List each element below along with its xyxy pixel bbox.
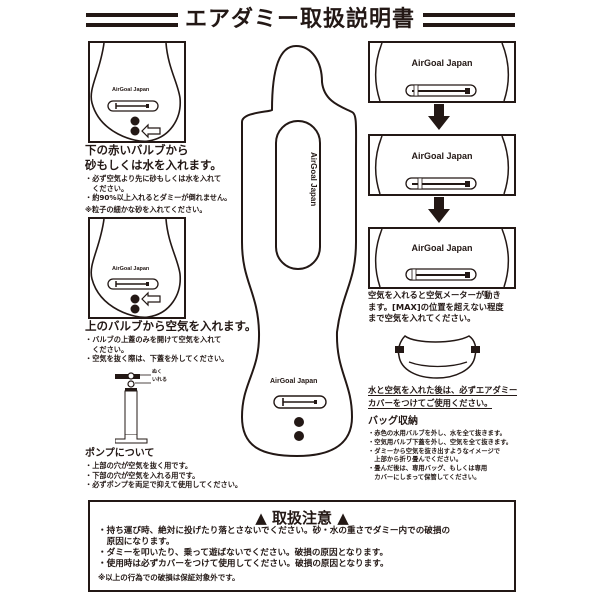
pump-label-out: ぬく xyxy=(152,369,163,375)
dummy-bottom-icon xyxy=(90,219,181,317)
brand-label-vertical: AirGoal Japan xyxy=(309,152,318,207)
pump-heading: ポンプについて xyxy=(85,448,155,459)
water-bullets: ・必ず空気より先に砂もしくは水を入れて ください。 ・約90%以上入れるとダミー… xyxy=(85,174,232,202)
water-note: ※粒子の細かな砂を入れてください。 xyxy=(85,205,207,214)
brand-label: AirGoal Japan xyxy=(411,58,473,68)
meter-instructions: 空気を入れると空気メーターが動き ます。[MAX]の位置を超えない程度 まで空気… xyxy=(368,290,504,323)
warning-icon: ▲ xyxy=(255,509,267,527)
arrow-left-icon xyxy=(141,291,161,307)
arrow-left-icon xyxy=(141,123,161,139)
meter-step-3: AirGoal Japan xyxy=(368,227,516,289)
brand-label: AirGoal Japan xyxy=(411,151,473,161)
air-valve-illustration: AirGoal Japan xyxy=(88,217,186,319)
pump-icon xyxy=(115,372,151,444)
pump-label-in: いれる xyxy=(152,377,168,383)
arrow-down-icon xyxy=(428,104,450,130)
dummy-bottom-icon xyxy=(90,43,181,141)
pump-bullets: ・上部の穴が空気を抜く用です。 ・下部の穴が空気を入れる用です。 ・必ずポンプを… xyxy=(85,461,243,489)
brand-label: AirGoal Japan xyxy=(112,87,150,93)
caution-title: ▲ 取扱注意 ▲ xyxy=(255,509,349,527)
air-dummy-illustration xyxy=(240,44,358,458)
air-bullets: ・バルブの上蓋のみを開けて空気を入れて ください。 ・空気を抜く際は、下蓋を外し… xyxy=(85,335,229,363)
brand-label: AirGoal Japan xyxy=(270,378,318,385)
header-rule-right xyxy=(423,13,515,27)
caution-box: ▲ 取扱注意 ▲ ・持ち運び時、絶対に投げたり落とさないでください。砂・水の重さ… xyxy=(88,500,516,592)
storage-heading: バッグ収納 xyxy=(368,416,418,427)
arrow-down-icon xyxy=(428,197,450,223)
meter-icon xyxy=(375,136,509,194)
brand-label: AirGoal Japan xyxy=(112,266,150,272)
meter-step-2: AirGoal Japan xyxy=(368,134,516,196)
meter-icon xyxy=(375,229,509,287)
air-heading: 上のバルブから空気を入れます。 xyxy=(85,319,257,333)
caution-items: ・持ち運び時、絶対に投げたり落とさないでください。砂・水の重さでダミー内での破損… xyxy=(98,526,451,582)
meter-icon xyxy=(375,43,509,101)
cover-instructions: 水と空気を入れた後は、必ずエアダミー カバーをつけてご使用ください。 xyxy=(368,385,518,409)
page-title: エアダミー取扱説明書 xyxy=(184,7,415,32)
water-valve-illustration: AirGoal Japan xyxy=(88,41,186,143)
warning-icon: ▲ xyxy=(337,509,349,527)
meter-step-1: AirGoal Japan xyxy=(368,41,516,103)
dummy-cover-icon xyxy=(395,334,480,379)
storage-bullets: ・赤色の水用バルブを外し、水を全て抜きます。 ・空気用バルブ下蓋を外し、空気を全… xyxy=(368,430,513,481)
water-heading: 下の赤いバルブから 砂もしくは水を入れます。 xyxy=(85,143,222,172)
brand-label: AirGoal Japan xyxy=(411,243,473,253)
header-rule-left xyxy=(86,13,178,27)
